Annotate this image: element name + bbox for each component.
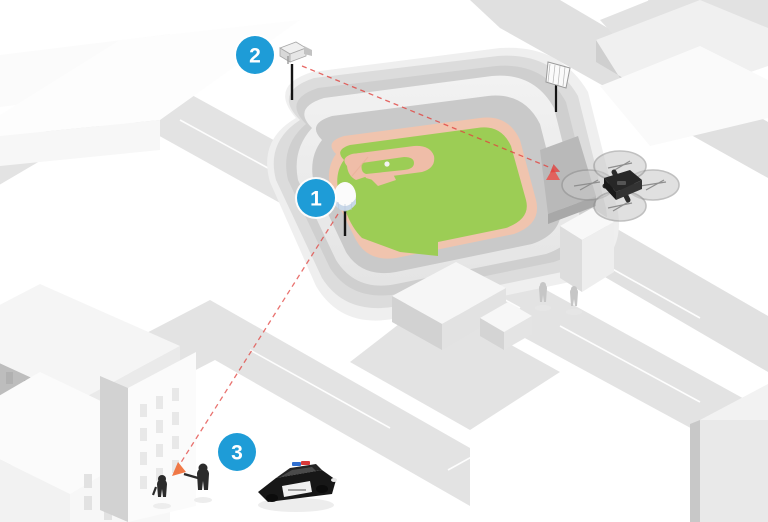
building-topright-c [600, 46, 768, 146]
building-wall-with-windows [100, 352, 196, 522]
marker-2-circle[interactable] [236, 36, 274, 74]
marker-1-circle[interactable] [297, 179, 335, 217]
marker-3-label: 3 [231, 442, 243, 465]
quadcopter-drone [561, 150, 680, 222]
dome-camera [334, 182, 356, 236]
bullet-camera [279, 41, 312, 100]
marker-3[interactable]: 3 [216, 431, 258, 473]
sightline-camera1-to-street [172, 213, 339, 476]
utility-building-small [480, 302, 532, 350]
building-topleft-b [0, 20, 300, 166]
marker-2[interactable]: 2 [234, 34, 276, 76]
building-bottomright [690, 384, 768, 522]
target-marker-drone [546, 168, 560, 180]
marker-1-label: 1 [310, 188, 322, 211]
marker-2-label: 2 [249, 45, 261, 68]
officer-pointing [183, 463, 212, 503]
sightline-camera2-to-drone [301, 65, 561, 173]
stadium-light-pole [545, 61, 571, 112]
pedestrian-plaza-1 [535, 282, 551, 311]
marker-1[interactable]: 1 [295, 177, 337, 219]
officer-at-wall [151, 475, 171, 509]
baseball-stadium [267, 47, 619, 321]
pedestrian-plaza-2 [566, 286, 582, 315]
utility-building-large [392, 262, 506, 350]
police-cruiser [258, 461, 337, 512]
marker-3-circle[interactable] [218, 433, 256, 471]
